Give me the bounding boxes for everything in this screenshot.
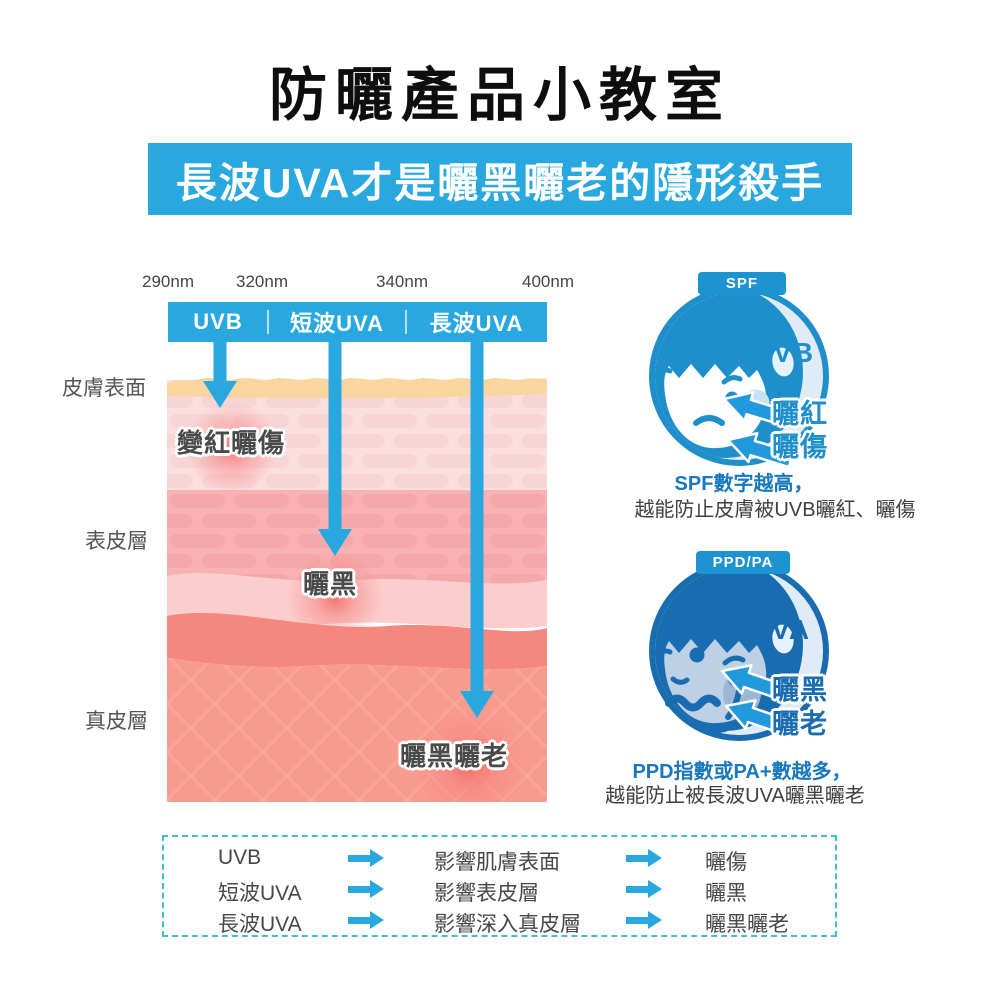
ppd-badge: PPD/PA	[696, 551, 790, 574]
ppd-caption-line2: 越能防止被長波UVA曬黑曬老	[605, 785, 865, 807]
long-uva-penetration-arrow	[460, 341, 494, 718]
ppd-arrow-label-tan: 曬黑	[772, 675, 828, 705]
summary-result-3: 曬黑曬老	[705, 913, 789, 936]
wavelength-290nm: 290nm	[142, 272, 194, 291]
summary-table: UVB 影響肌膚表面 曬傷 短波UVA 影響表皮層 曬黑 長波UVA 影響深入真…	[162, 835, 837, 937]
uv-band-uvb: UVB	[168, 302, 269, 342]
summary-uv-1: UVB	[218, 846, 262, 869]
spf-caption-line1: SPF數字越高，	[674, 473, 814, 495]
spf-badge: SPF	[698, 272, 786, 295]
page-title: 防曬產品小教室	[268, 63, 731, 128]
subtitle-banner: 長波UVA才是曬黑曬老的隱形殺手	[148, 143, 852, 215]
short-uva-penetration-arrow	[318, 341, 352, 556]
right-arrow-icon	[626, 880, 662, 898]
ppd-caption-line1: PPD指數或PA+數越多，	[632, 761, 852, 783]
summary-uv-2: 短波UVA	[218, 882, 302, 905]
layer-label-surface: 皮膚表面	[62, 377, 146, 400]
effect-label-tanning-aging: 曬黑曬老	[400, 741, 509, 771]
spf-arrow-label-redden: 曬紅	[772, 399, 828, 429]
spf-uvb-label: UVB	[752, 337, 815, 368]
summary-effect-1: 影響肌膚表面	[434, 851, 560, 874]
right-arrow-icon	[348, 911, 384, 929]
effect-label-tanning: 曬黑	[303, 569, 358, 599]
summary-result-1: 曬傷	[705, 851, 747, 874]
wavelength-400nm: 400nm	[522, 272, 574, 291]
uv-band-long-uva: 長波UVA	[429, 311, 524, 336]
ppd-arrow-label-age: 曬老	[772, 709, 828, 739]
wavelength-320nm: 320nm	[236, 272, 288, 291]
effect-label-redness-sunburn: 變紅曬傷	[177, 428, 286, 458]
spf-caption-line2: 越能防止皮膚被UVB曬紅、曬傷	[634, 499, 916, 521]
summary-result-2: 曬黑	[705, 882, 747, 905]
ppd-uva-label: UVA	[750, 614, 811, 645]
summary-uv-3: 長波UVA	[218, 913, 302, 936]
uv-band-short-uva: 短波UVA	[268, 302, 407, 342]
summary-effect-3: 影響深入真皮層	[434, 913, 581, 936]
right-arrow-icon	[348, 880, 384, 898]
right-arrow-icon	[348, 849, 384, 867]
layer-label-epidermis: 表皮層	[85, 530, 148, 553]
layer-label-dermis: 真皮層	[85, 710, 148, 733]
uvb-penetration-arrow	[203, 341, 237, 408]
right-arrow-icon	[626, 911, 662, 929]
wavelength-340nm: 340nm	[376, 272, 428, 291]
summary-effect-2: 影響表皮層	[434, 882, 539, 905]
uv-band-bar: UVB 短波UVA 長波UVA	[168, 302, 547, 342]
spf-arrow-label-sunburn: 曬傷	[772, 432, 828, 462]
right-arrow-icon	[626, 849, 662, 867]
